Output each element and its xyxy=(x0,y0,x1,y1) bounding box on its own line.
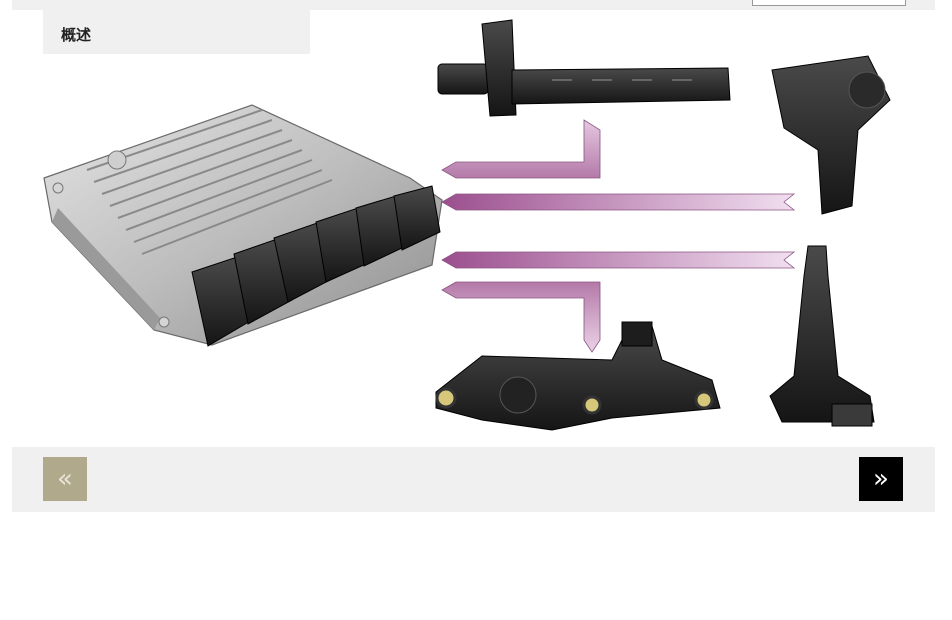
sensor-diagram xyxy=(43,19,891,431)
top-search-field[interactable] xyxy=(752,0,906,6)
previous-page-button[interactable]: « xyxy=(43,457,87,501)
pressure-sensor-image xyxy=(771,55,891,215)
navigation-bar: « » xyxy=(12,447,935,512)
section-title-box: 概述 xyxy=(43,10,310,54)
section-title: 概述 xyxy=(61,26,92,44)
throttle-sensor-image xyxy=(435,321,721,431)
content-frame: 概述 « » xyxy=(12,0,935,512)
crankshaft-sensor-image xyxy=(437,19,731,117)
control-unit-image xyxy=(43,104,443,347)
oil-level-sensor-image xyxy=(769,245,875,427)
next-page-button[interactable]: » xyxy=(859,457,903,501)
signal-arrows xyxy=(441,119,796,353)
top-strip xyxy=(12,0,935,10)
